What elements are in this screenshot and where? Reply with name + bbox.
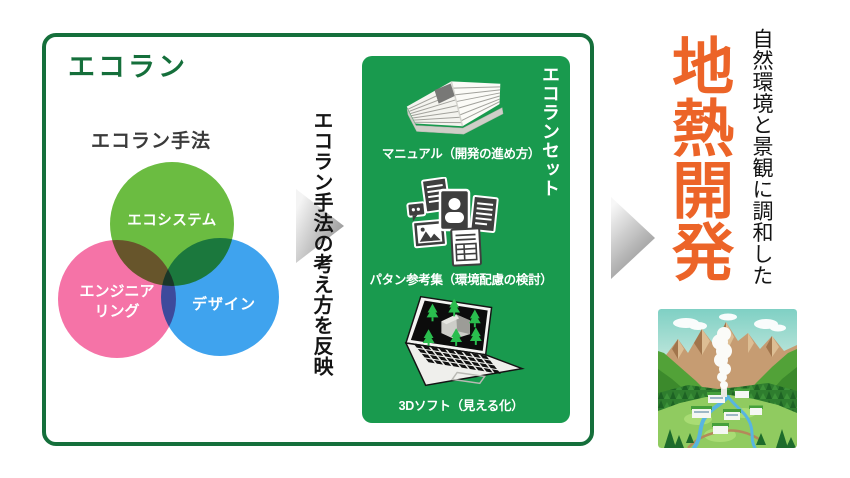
set-item-label-manual: マニュアル（開発の進め方）: [381, 147, 541, 161]
laptop-3d-icon: [402, 293, 528, 389]
set-item-label-pattern: パタン参考集（環境配慮の検討）: [369, 273, 553, 287]
manual-book-icon: [397, 64, 527, 142]
venn-label-ecosystem: エコシステム: [127, 213, 217, 229]
outcome-title-vertical-text: 地熱開発: [662, 34, 732, 282]
big-right-arrow-icon: [611, 197, 655, 279]
venn-label-engineering-line2: リング: [94, 303, 140, 321]
reflect-vertical-text: エコラン手法の考え方を反映: [310, 110, 332, 377]
venn-circle-design: [161, 238, 279, 356]
pattern-collection-icon: [406, 177, 510, 267]
outcome-qualifier-vertical-text: 自然環境と景観に調和した: [750, 28, 773, 286]
venn-circle-engineering: [58, 240, 176, 358]
set-panel-side-label: エコランセット: [540, 65, 560, 198]
set-item-label-3d-soft: 3Dソフト（見える化）: [398, 399, 524, 413]
geothermal-landscape-illustration: [658, 309, 797, 448]
venn-label-engineering: エンジニア リング: [52, 282, 182, 323]
venn-label-design: デザイン: [191, 296, 256, 313]
method-label: エコラン手法: [90, 131, 211, 152]
ecoran-set-panel: エコランセット マニュアル（開発の進め方）: [362, 56, 570, 423]
venn-label-engineering-line1: エンジニア: [79, 283, 155, 300]
board-title: エコラン: [68, 52, 188, 82]
venn-diagram: エコシステム エンジニア リング デザイン: [46, 37, 386, 437]
